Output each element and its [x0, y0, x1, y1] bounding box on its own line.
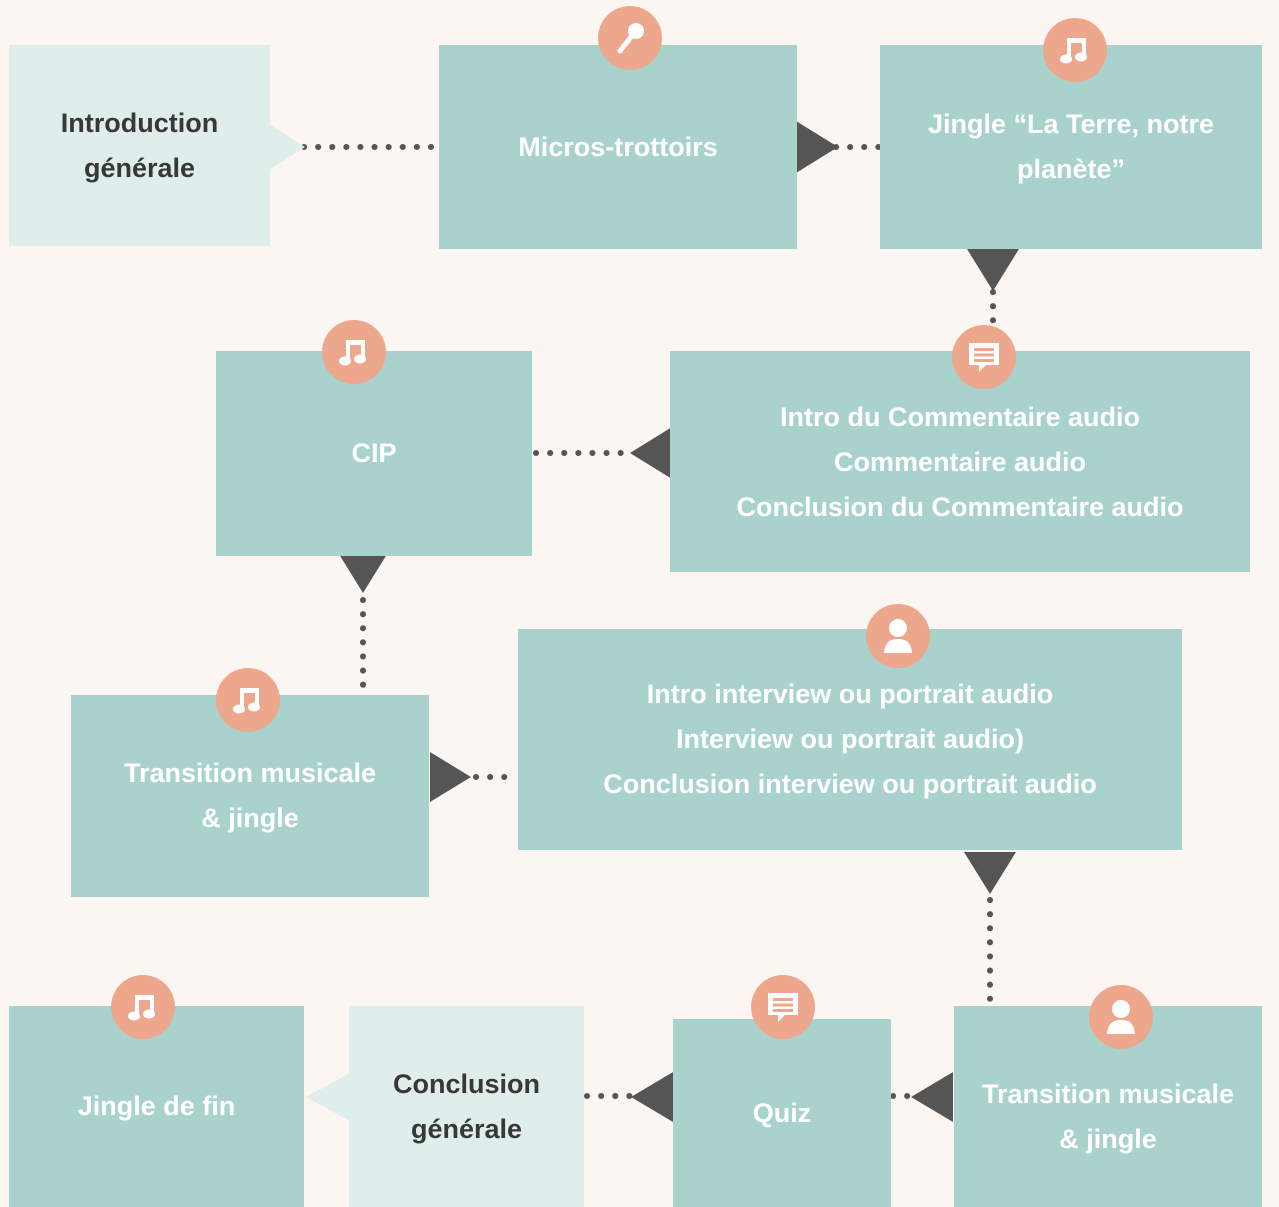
box-line: Commentaire audio: [833, 447, 1087, 477]
box-line: Micros-trottoirs: [518, 131, 718, 162]
conclusion-generale-box: Conclusion générale: [349, 1006, 584, 1207]
speech-bubble-icon: [751, 975, 815, 1039]
arrow-down: [964, 852, 1016, 894]
jingle-fin-text: Jingle de fin: [78, 1084, 236, 1129]
conclusion-generale-text: Conclusion générale: [393, 1062, 540, 1152]
transition-2-text: Transition musicale & jingle: [982, 1072, 1234, 1162]
jingle-fin-box: Jingle de fin: [9, 1006, 304, 1207]
box-line: & jingle: [1059, 1123, 1157, 1154]
music-note-icon: [111, 975, 175, 1039]
box-line: planète”: [1016, 154, 1125, 184]
box-line: Conclusion interview ou portrait audio: [603, 769, 1097, 799]
arrow-down: [337, 551, 389, 593]
arrow-left: [911, 1072, 953, 1122]
box-line: & jingle: [201, 803, 299, 833]
music-note-icon: [216, 668, 280, 732]
arrow-right: [430, 752, 471, 802]
quiz-box: Quiz: [673, 1019, 891, 1207]
jingle-terre-box: Jingle “La Terre, notre planète”: [880, 45, 1262, 249]
callout-pointer: [306, 1073, 350, 1121]
box-line: Quiz: [752, 1097, 812, 1128]
arrow-right: [796, 121, 838, 173]
cip-box: CIP: [216, 351, 532, 556]
speech-bubble-icon: [952, 325, 1016, 389]
arrow-left: [631, 1072, 673, 1122]
intro-generale-box: Introduction générale: [9, 45, 270, 246]
micros-trottoirs-box: Micros-trottoirs: [439, 45, 797, 249]
box-line: CIP: [351, 438, 397, 468]
intro-generale-text: Introduction générale: [61, 101, 218, 191]
person-icon: [1089, 985, 1153, 1049]
box-line: Jingle “La Terre, notre: [927, 109, 1215, 139]
person-icon: [866, 604, 930, 668]
arrow-down: [967, 249, 1019, 291]
callout-pointer: [269, 124, 305, 170]
box-line: générale: [410, 1113, 523, 1144]
box-line: Intro interview ou portrait audio: [646, 679, 1054, 709]
music-note-icon: [322, 320, 386, 384]
box-line: Intro du Commentaire audio: [779, 402, 1141, 432]
arrow-left: [630, 427, 672, 479]
quiz-text: Quiz: [753, 1091, 812, 1136]
box-line: Introduction: [60, 107, 219, 138]
box-line: Jingle de fin: [77, 1091, 236, 1121]
box-line: Conclusion du Commentaire audio: [736, 492, 1184, 522]
box-line: générale: [83, 152, 196, 183]
box-line: Conclusion: [393, 1068, 540, 1099]
music-note-icon: [1043, 18, 1107, 82]
box-line: Transition musicale: [981, 1078, 1235, 1109]
microphone-icon: [598, 6, 662, 70]
transition-1-text: Transition musicale & jingle: [124, 751, 376, 841]
box-line: Transition musicale: [123, 758, 377, 788]
jingle-terre-text: Jingle “La Terre, notre planète”: [928, 102, 1214, 192]
micros-trottoirs-text: Micros-trottoirs: [518, 125, 718, 170]
box-line: Interview ou portrait audio): [675, 724, 1025, 754]
cip-text: CIP: [351, 431, 396, 476]
